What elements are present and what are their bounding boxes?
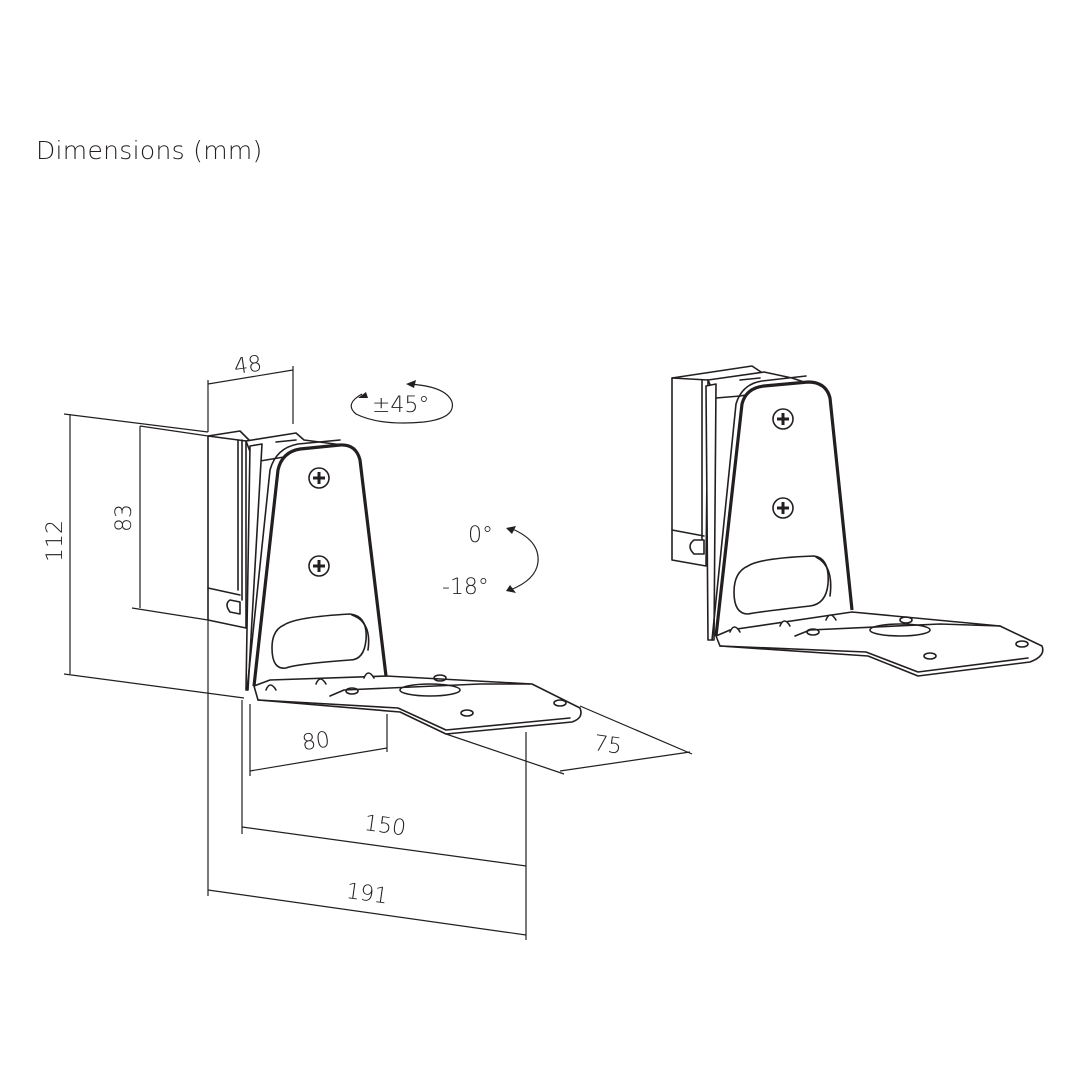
dim-191-label: 191 — [344, 879, 389, 910]
dim-75-label: 75 — [592, 731, 623, 760]
dim-150-label: 150 — [362, 811, 407, 842]
screw-icon — [308, 555, 330, 577]
screw-icon — [308, 467, 330, 489]
arrow-icon — [506, 585, 516, 593]
arrow-icon — [406, 380, 416, 388]
dim-80-label: 80 — [300, 727, 331, 756]
arrow-icon — [358, 392, 368, 398]
tilt-bottom-label: -18° — [442, 575, 489, 600]
tilt-top-label: 0° — [468, 523, 493, 548]
wall-block — [671, 377, 709, 567]
wall-block — [207, 435, 247, 629]
slot — [733, 555, 830, 615]
dim-83-label: 83 — [112, 504, 137, 532]
arrow-icon — [506, 526, 516, 534]
right-bracket-drawing — [671, 365, 1044, 677]
screw-icon — [772, 408, 794, 430]
screw-icon — [772, 497, 794, 519]
left-bracket-drawing — [207, 430, 582, 735]
dim-48-label: 48 — [232, 351, 263, 380]
dim-112-label: 112 — [43, 520, 68, 562]
swivel-indicator — [350, 380, 454, 424]
dimension-lines — [63, 366, 693, 940]
knob — [689, 539, 705, 555]
tilt-indicator — [506, 526, 539, 593]
swivel-angle-label: ±45° — [372, 393, 429, 418]
knob — [226, 599, 241, 615]
page-title: Dimensions (mm) — [36, 136, 263, 165]
slot — [271, 613, 367, 669]
